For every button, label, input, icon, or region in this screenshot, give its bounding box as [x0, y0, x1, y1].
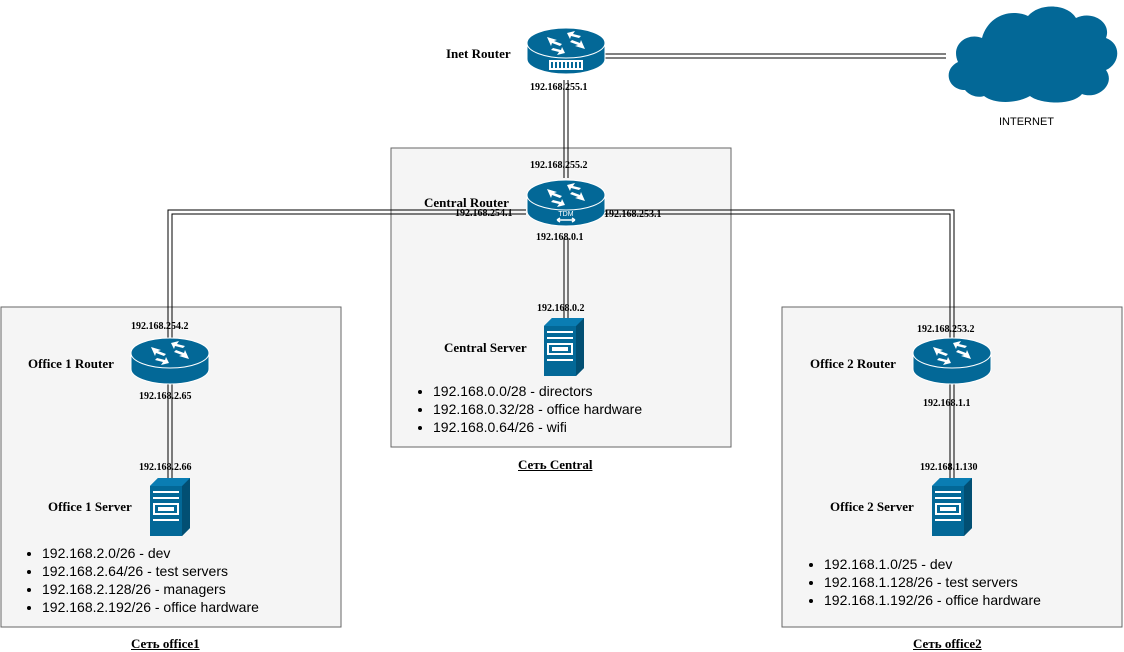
central-server-icon [543, 317, 585, 377]
list-item: 192.168.0.32/28 - office hardware [433, 400, 642, 418]
central-router-ip-left: 192.168.254.1 [455, 208, 513, 219]
office2-router-ip-up: 192.168.253.2 [917, 324, 975, 335]
office2-network-caption: Сеть office2 [913, 636, 982, 651]
office2-server-icon [931, 477, 973, 537]
list-item: 192.168.2.192/26 - office hardware [42, 598, 259, 616]
list-item: 192.168.1.192/26 - office hardware [824, 591, 1041, 609]
list-item: 192.168.1.0/25 - dev [824, 555, 1041, 573]
central-subnet-list: 192.168.0.0/28 - directors 192.168.0.32/… [407, 382, 642, 436]
central-router-ip-right: 192.168.253.1 [604, 209, 662, 220]
internet-label: INTERNET [999, 116, 1054, 128]
network-links [167, 53, 955, 478]
office2-router-icon [912, 337, 992, 385]
list-item: 192.168.0.0/28 - directors [433, 382, 642, 400]
inet-router-icon [526, 27, 606, 75]
inet-router-ip: 192.168.255.1 [530, 82, 588, 93]
list-item: 192.168.2.128/26 - managers [42, 580, 259, 598]
office1-subnet-list: 192.168.2.0/26 - dev 192.168.2.64/26 - t… [16, 544, 259, 616]
inet-router-name: Inet Router [446, 46, 511, 61]
link-central-office2 [604, 209, 955, 340]
office1-network-caption: Сеть office1 [131, 636, 200, 651]
office1-server-ip: 192.168.2.66 [139, 462, 192, 473]
central-server-ip: 192.168.0.2 [537, 303, 585, 314]
office1-router-name: Office 1 Router [28, 356, 114, 371]
office1-router-ip-up: 192.168.254.2 [131, 321, 189, 332]
link-central-office1 [167, 209, 526, 340]
internet-cloud-icon [948, 6, 1118, 103]
list-item: 192.168.2.64/26 - test servers [42, 562, 259, 580]
office1-router-ip-down: 192.168.2.65 [139, 391, 192, 402]
central-router-icon: TDM [526, 179, 606, 227]
office2-router-ip-down: 192.168.1.1 [923, 398, 971, 409]
office2-server-ip: 192.168.1.130 [920, 462, 978, 473]
office2-server-name: Office 2 Server [830, 499, 914, 514]
central-router-ip-up: 192.168.255.2 [530, 160, 588, 171]
list-item: 192.168.2.0/26 - dev [42, 544, 259, 562]
list-item: 192.168.1.128/26 - test servers [824, 573, 1041, 591]
list-item: 192.168.0.64/26 - wifi [433, 418, 642, 436]
central-network-caption: Сеть Central [518, 457, 593, 472]
central-router-ip-down: 192.168.0.1 [536, 232, 584, 243]
office2-router-name: Office 2 Router [810, 356, 896, 371]
tdm-badge: TDM [558, 211, 573, 218]
office1-router-icon [130, 337, 210, 385]
office1-server-name: Office 1 Server [48, 499, 132, 514]
office1-server-icon [149, 477, 191, 537]
office2-subnet-list: 192.168.1.0/25 - dev 192.168.1.128/26 - … [798, 555, 1041, 609]
central-router-name: Central Router [424, 195, 509, 210]
central-server-name: Central Server [444, 340, 527, 355]
